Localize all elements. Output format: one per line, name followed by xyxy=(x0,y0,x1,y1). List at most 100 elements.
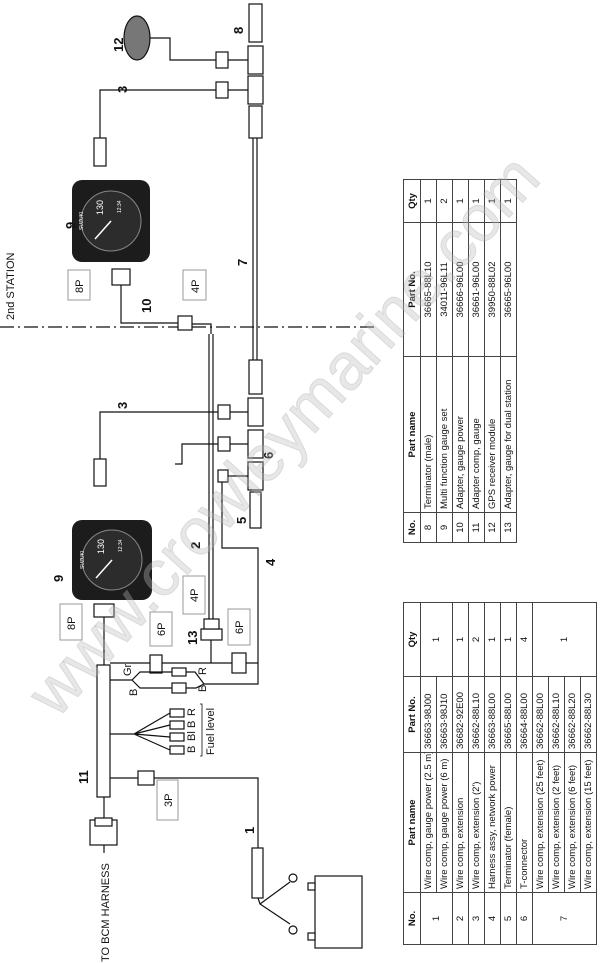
cell-part-name: Wire comp, extension xyxy=(452,752,469,893)
cell-part-name: Wire comp, extension (25 feet) xyxy=(532,752,549,893)
station-label: 2nd STATION xyxy=(5,252,17,320)
cell-part-no: 36662-88L10 xyxy=(468,676,485,753)
cell-part-name: Adapter comp, gauge xyxy=(468,356,485,513)
cell-part-no: 36662-88L00 xyxy=(532,676,549,753)
gauge-2: SUZUKI 130 12:34 xyxy=(72,180,150,262)
callout-3: 3 xyxy=(115,402,130,409)
cell-no: 13 xyxy=(500,512,517,543)
battery xyxy=(314,875,363,949)
gauge-speed: 130 xyxy=(96,539,106,554)
cell-no: 8 xyxy=(420,512,437,543)
fuel-pin-label: B xyxy=(186,721,198,728)
cell-part-no: 36665-96L00 xyxy=(500,222,517,357)
cell-qty: 1 xyxy=(484,602,501,677)
terminator-male xyxy=(248,3,263,43)
cell-part-name: Wire comp, extension (2 feet) xyxy=(548,752,565,893)
cell-part-no: 36661-96L00 xyxy=(468,222,485,357)
cell-part-name: Wire comp, extension (15 feet) xyxy=(580,752,597,893)
callout-12: 12 xyxy=(111,38,126,52)
cell-qty: 1 xyxy=(500,602,517,677)
cell-part-name: Terminator (male) xyxy=(420,356,437,513)
col-part-no: Part No. xyxy=(403,676,421,753)
cell-qty: 1 xyxy=(452,602,469,677)
cell-qty: 1 xyxy=(468,179,485,223)
3p-connector xyxy=(137,770,155,786)
gauge-adapter-harness xyxy=(96,664,111,798)
6p-connector xyxy=(149,654,163,674)
callout-9: 9 xyxy=(51,575,66,582)
table-row: 6 T-connector 36664-88L00 4 xyxy=(516,602,533,945)
cell-no: 9 xyxy=(436,512,453,543)
gauge-brand: SUZUKI xyxy=(80,551,86,569)
gauge-1: SUZUKI 130 12:34 xyxy=(72,520,152,600)
gauge2-8p-connector xyxy=(111,268,131,286)
cell-part-no: 36663-98J10 xyxy=(436,676,453,753)
cell-part-name: Adapter, gauge power xyxy=(452,356,469,513)
cell-part-no: 36663-88L00 xyxy=(484,676,501,753)
gauge-clock: 12:34 xyxy=(118,539,124,552)
wire-color-label: R xyxy=(197,667,209,675)
label-6p: 6P xyxy=(156,623,168,636)
cell-no: 5 xyxy=(500,892,517,945)
cell-part-name: Wire comp, gauge power (6 m) xyxy=(436,752,453,893)
gauge-speed: 130 xyxy=(95,200,105,215)
fuse-holder xyxy=(251,847,264,899)
extension-connector-2 xyxy=(93,137,107,167)
parts-table-left: No. Part name Part No. Qty 1 Wire comp, … xyxy=(403,602,597,945)
cell-no: 1 xyxy=(420,892,453,945)
cell-no: 3 xyxy=(468,892,485,945)
cell-part-name: Multi function gauge set xyxy=(436,356,453,513)
cell-part-no: 36665-88L10 xyxy=(420,222,437,357)
cell-qty: 1 xyxy=(452,179,469,223)
cell-part-name: Terminator (female) xyxy=(500,752,517,893)
table-row: 7 Wire comp, extension (25 feet) 36662-8… xyxy=(532,602,597,945)
col-qty: Qty xyxy=(403,602,421,677)
label-8p: 8P xyxy=(66,617,78,630)
callout-2: 2 xyxy=(188,542,203,549)
cell-part-name: Wire comp, extension (6 feet) xyxy=(564,752,581,893)
fuel-level-label: Fuel level xyxy=(205,708,217,755)
t-connector xyxy=(247,397,264,427)
cell-part-no: 36682-92E00 xyxy=(452,676,469,753)
gauge-clock: 12:34 xyxy=(117,200,123,213)
cell-part-no: 36665-88L00 xyxy=(500,676,517,753)
cell-qty: 1 xyxy=(420,179,437,223)
callout-7: 7 xyxy=(235,259,250,266)
cell-no: 12 xyxy=(484,512,501,543)
label-8p-2: 8P xyxy=(74,280,86,293)
col-no: No. xyxy=(403,892,421,945)
callout-1: 1 xyxy=(242,827,257,834)
col-part-name: Part name xyxy=(403,356,421,513)
col-part-no: Part No. xyxy=(403,222,421,357)
cell-part-no: 36662-88L20 xyxy=(564,676,581,753)
callout-3-top: 3 xyxy=(115,86,130,93)
cell-no: 6 xyxy=(516,892,533,945)
cell-no: 4 xyxy=(484,892,501,945)
label-4p-2: 4P xyxy=(190,280,202,293)
fuel-pin-label: B xyxy=(186,746,198,753)
table-header: No. Part name Part No. Qty xyxy=(403,179,421,543)
cell-qty: 2 xyxy=(436,179,453,223)
terminator-female xyxy=(249,491,262,529)
table-row: 4 Harness assy, network power 36663-88L0… xyxy=(484,602,501,945)
wire-color-label: Gr xyxy=(122,663,134,676)
extension-connector xyxy=(93,458,107,487)
fuel-pin-label: Bl xyxy=(186,731,198,741)
wire-color-label: B xyxy=(128,689,140,696)
callout-8: 8 xyxy=(231,27,246,34)
label-6p-2: 6P xyxy=(234,621,246,634)
table-row: 2 Wire comp, extension 36682-92E00 1 xyxy=(452,602,469,945)
cell-part-no: 36664-88L00 xyxy=(516,676,533,753)
cell-qty: 4 xyxy=(516,602,533,677)
6p-connector-2 xyxy=(231,652,247,674)
cell-qty: 1 xyxy=(484,179,501,223)
label-4p: 4P xyxy=(189,589,201,602)
